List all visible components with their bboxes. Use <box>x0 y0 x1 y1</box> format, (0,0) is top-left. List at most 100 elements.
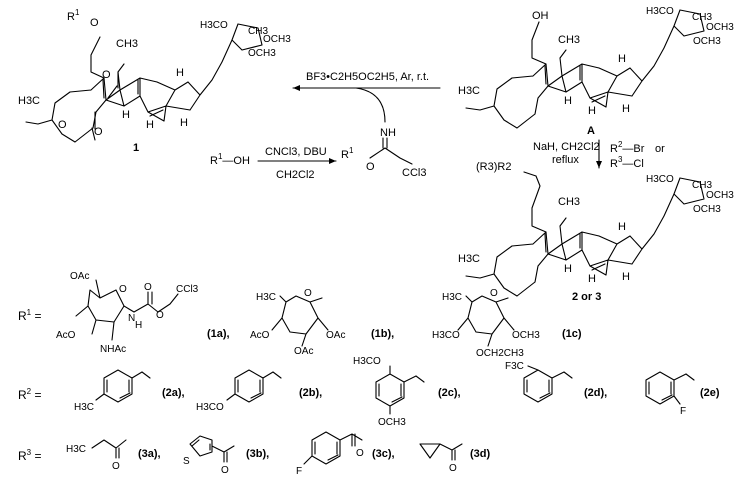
curved-arrow <box>355 87 386 123</box>
r3c: F O (3c), <box>296 431 395 477</box>
r3d: O (3d) <box>419 443 491 474</box>
cA-h: H <box>618 53 626 65</box>
c1-bonds <box>25 23 263 143</box>
compound-A-label: A <box>587 125 595 137</box>
r2-row: R2 = H3C (2a), H3CO (2b), H3CO OCH3 (2c)… <box>18 356 720 428</box>
c23-h: H <box>622 271 630 283</box>
r1a-text: N <box>128 313 135 324</box>
r1a-text: O <box>156 310 164 321</box>
imidate-conditions-top: CNCl3, DBU <box>265 146 327 158</box>
r3b: S O (3b), <box>183 435 269 476</box>
r3d-label: (3d) <box>470 448 491 460</box>
c23-sugar-label: OCH3 <box>693 204 721 215</box>
r1b-text: H3C <box>256 292 276 303</box>
compound-2-or-3-label: 2 or 3 <box>572 291 601 303</box>
r1c-text: OCH2CH3 <box>476 348 524 359</box>
r1b-label: (1b), <box>371 328 394 340</box>
r2a: H3C (2a), <box>74 369 185 413</box>
cA-h: H <box>564 95 572 107</box>
alkylation-or: or <box>655 143 665 155</box>
r2d: F3C (2d), <box>505 361 607 403</box>
r1a-text: NHAc <box>100 344 126 355</box>
c1-h: H <box>176 67 184 79</box>
compound-1: R1 O CH3 H3C O O O H H H H H3CO CH3 OCH3… <box>18 8 291 154</box>
cA-methyl: CH3 <box>558 34 580 46</box>
r1-row: R1 = OAc O CCl3 O H N O AcO NHAc (1a), H… <box>18 271 582 359</box>
c23-bonds <box>465 171 705 297</box>
c23-h: H <box>564 263 572 275</box>
alkylation-conditions-top: NaH, CH2Cl2 <box>533 141 600 153</box>
r3b-label: (3b), <box>246 448 269 460</box>
c1-methyl: CH3 <box>116 38 138 50</box>
arrow-alkylation: NaH, CH2Cl2 reflux R2—Br or R3—Cl <box>533 139 665 170</box>
r1c-text: H3CO <box>432 330 460 341</box>
r3c-label: (3c), <box>372 448 395 460</box>
c1-h: H <box>122 109 130 121</box>
cA-hydroxyl: OH <box>532 10 549 22</box>
c1-sugar-label: H3CO <box>200 20 228 31</box>
cA-sugar-label: H3CO <box>646 6 674 17</box>
r2c-text: OCH3 <box>378 417 406 428</box>
c1-ketone-o: O <box>102 69 111 81</box>
cA-bonds <box>465 9 705 129</box>
r1c-label: (1c) <box>562 328 582 340</box>
c23-ethyl: H3C <box>458 253 480 265</box>
r2d-text: F3C <box>505 361 524 372</box>
c23-prefix: (R3)R2 <box>476 161 511 173</box>
trichloroacetimidate: NH R1 O CCl3 <box>341 127 426 179</box>
c23-sugar-label: H3CO <box>646 174 674 185</box>
r1b: H3C O AcO OAc OAc (1b), <box>250 288 394 357</box>
r1b-text: O <box>304 288 312 299</box>
r2d-label: (2d), <box>584 387 607 399</box>
c1-sugar-label: CH3 <box>248 26 268 37</box>
glycosylation-conditions: BF3•C2H5OC2H5, Ar, r.t. <box>306 71 429 83</box>
r1a-text: CCl3 <box>176 284 199 295</box>
c1-r-label: R1 <box>67 8 80 23</box>
c1-h: H <box>146 119 154 131</box>
imidate-conditions-bottom: CH2Cl2 <box>276 169 315 181</box>
r2e: F (2e) <box>645 371 720 417</box>
alkylation-conditions-bottom: reflux <box>552 154 579 166</box>
r3c-text: O <box>356 448 364 459</box>
r2e-label: (2e) <box>700 387 720 399</box>
r2c: H3CO OCH3 (2c), <box>353 356 461 428</box>
compound-1-label: 1 <box>133 142 139 154</box>
r3a: H3C O (3a), <box>66 439 161 472</box>
r1-label: R1 = <box>18 308 41 323</box>
r3c-text: F <box>296 466 302 477</box>
imidate-nh: NH <box>380 127 396 139</box>
imidate-ccl3: CCl3 <box>402 167 426 179</box>
r2c-label: (2c), <box>438 387 461 399</box>
arrow-glycosylation: BF3•C2H5OC2H5, Ar, r.t. <box>292 71 441 123</box>
imidate-o: O <box>366 161 375 173</box>
c1-sugar-label: OCH3 <box>248 48 276 59</box>
r3-label: R3 = <box>18 448 41 463</box>
cA-sugar-label: OCH3 <box>706 22 734 33</box>
r1c-text: OCH3 <box>512 330 540 341</box>
c1-carbonyl-o: O <box>94 126 103 138</box>
r3-row: R3 = H3C O (3a), S O (3b), F O (3c), O (… <box>18 431 491 477</box>
r3b-text: O <box>221 465 229 476</box>
r2c-text: H3CO <box>353 356 381 367</box>
r1c-text: O <box>490 288 498 299</box>
c1-ether-o: O <box>90 17 99 29</box>
c23-sugar-label: CH3 <box>692 180 712 191</box>
r2b-text: H3CO <box>196 402 224 413</box>
r1a-label: (1a), <box>207 328 230 340</box>
r1c: H3C O H3CO OCH3 OCH2CH3 (1c) <box>432 288 582 359</box>
r3a-label: (3a), <box>138 448 161 460</box>
alkylation-reagent: R2—Br <box>610 140 645 155</box>
r1a-text: OAc <box>70 271 89 282</box>
cA-h: H <box>622 103 630 115</box>
r1b-text: AcO <box>250 330 270 341</box>
arrow-imidate: R1—OH CNCl3, DBU CH2Cl2 <box>210 146 337 181</box>
imidate-r: R1 <box>341 146 354 161</box>
r2b: H3CO (2b), <box>196 369 322 413</box>
r2b-label: (2b), <box>299 387 322 399</box>
c23-h: H <box>618 221 626 233</box>
cA-ethyl: H3C <box>458 85 480 97</box>
c1-ethyl: H3C <box>18 95 40 107</box>
c1-h: H <box>180 117 188 129</box>
imidate-reagent: R1—OH <box>210 152 250 167</box>
cA-sugar-label: OCH3 <box>693 36 721 47</box>
